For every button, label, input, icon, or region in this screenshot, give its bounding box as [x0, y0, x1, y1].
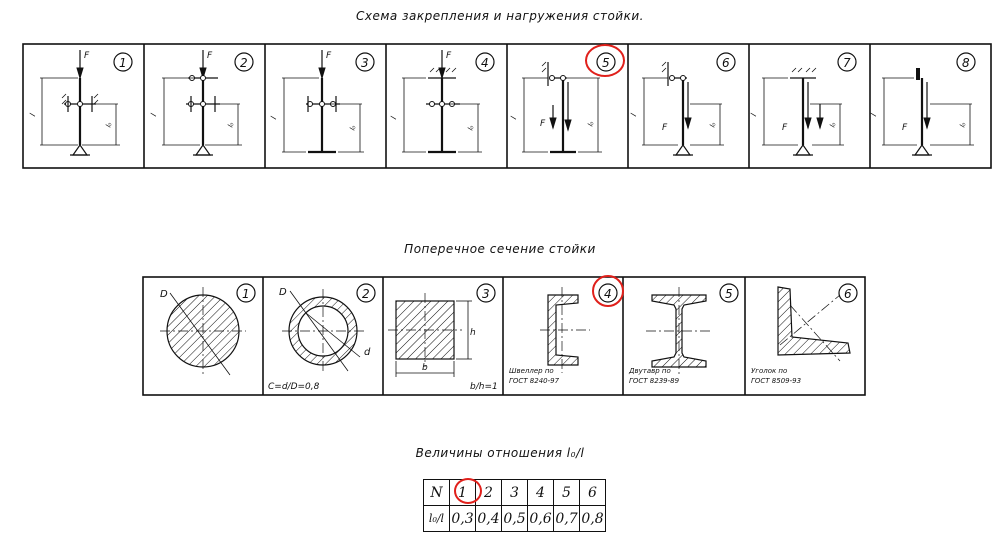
svg-text:l: l — [269, 115, 278, 121]
scheme-variant-8: F l l₀ 8 — [869, 52, 976, 156]
svg-text:l: l — [629, 112, 638, 118]
scheme-variant-4: F l l₀ 4 — [389, 50, 495, 154]
svg-text:8: 8 — [962, 56, 970, 70]
svg-text:l: l — [389, 115, 398, 121]
section-variant-1: D 1 — [160, 283, 256, 376]
svg-text:ГОСТ 8240-97: ГОСТ 8240-97 — [509, 377, 560, 385]
svg-text:F: F — [662, 123, 668, 133]
ratio-table-row-numbers: N 1 2 3 4 5 6 — [423, 479, 606, 506]
svg-text:D: D — [160, 289, 168, 300]
svg-text:l: l — [509, 115, 518, 121]
svg-text:l₀: l₀ — [226, 121, 235, 128]
ratio-table: N 1 2 3 4 5 6 l₀/l 0,3 0,4 0,5 0,6 0,7 0… — [423, 479, 606, 532]
ratio-value-cell: 0,8 — [579, 505, 606, 532]
scheme-title: Схема закрепления и нагружения стойки. — [356, 9, 644, 23]
svg-text:1: 1 — [119, 56, 127, 70]
svg-text:F: F — [446, 51, 452, 61]
scheme-variant-7: F l l₀ 7 — [749, 52, 857, 156]
ratio-value-cell: 0,7 — [553, 505, 580, 532]
svg-text:h: h — [470, 328, 476, 338]
svg-text:Уголок по: Уголок по — [751, 367, 787, 375]
svg-text:C=d/D=0,8: C=d/D=0,8 — [268, 382, 320, 392]
section-variant-4: Швеллер по ГОСТ 8240-97 4 — [509, 283, 618, 385]
svg-text:1: 1 — [242, 287, 250, 301]
svg-text:F: F — [540, 119, 546, 129]
svg-text:l: l — [28, 112, 37, 118]
ratio-value-cell: 0,5 — [501, 505, 528, 532]
ratio-number-cell: 1 — [449, 479, 476, 506]
scheme-variant-5: F l l₀ 5 — [509, 52, 616, 154]
scheme-variant-3: F l l₀ 3 — [269, 50, 375, 154]
section-title: Поперечное сечение стойки — [404, 242, 596, 256]
ratio-number-cell: 2 — [475, 479, 502, 506]
svg-text:b: b — [422, 363, 428, 373]
scheme-panels: F l l₀ 1 F — [22, 43, 992, 169]
svg-text:F: F — [84, 51, 90, 61]
svg-text:5: 5 — [602, 56, 610, 70]
svg-text:4: 4 — [604, 287, 612, 301]
ratio-number-cell: 3 — [501, 479, 528, 506]
svg-text:7: 7 — [843, 56, 851, 70]
svg-text:l₀: l₀ — [958, 121, 967, 128]
section-variant-3: b h b/h=1 3 — [388, 283, 498, 392]
svg-text:2: 2 — [362, 287, 370, 301]
svg-text:ГОСТ 8509-93: ГОСТ 8509-93 — [751, 377, 801, 385]
svg-text:6: 6 — [722, 56, 730, 70]
svg-text:F: F — [902, 123, 908, 133]
svg-text:l₀: l₀ — [586, 120, 595, 127]
ratio-number-cell: 4 — [527, 479, 554, 506]
scheme-variant-6: F l l₀ 6 — [629, 52, 736, 156]
svg-text:l: l — [869, 112, 878, 118]
svg-text:F: F — [326, 51, 332, 61]
section-variant-6: Уголок по ГОСТ 8509-93 6 — [751, 283, 858, 385]
ratio-value-cell: 0,4 — [475, 505, 502, 532]
ratio-value-cell: 0,6 — [527, 505, 554, 532]
ratio-header-value: l₀/l — [423, 505, 450, 532]
svg-text:l₀: l₀ — [348, 124, 357, 131]
svg-text:l: l — [149, 112, 158, 118]
svg-text:Двутавр по: Двутавр по — [628, 367, 671, 375]
svg-text:ГОСТ 8239-89: ГОСТ 8239-89 — [629, 377, 680, 385]
section-panels: D 1 D d C=d/D=0,8 2 b h b/h=1 3 — [142, 276, 866, 396]
ratio-number-cell: 5 — [553, 479, 580, 506]
svg-text:2: 2 — [240, 56, 248, 70]
svg-text:l₀: l₀ — [708, 121, 717, 128]
svg-text:Швеллер по: Швеллер по — [509, 367, 554, 375]
ratio-number-cell: 6 — [579, 479, 606, 506]
section-variant-5: Двутавр по ГОСТ 8239-89 5 — [628, 283, 739, 385]
ratio-title: Величины отношения l₀/l — [415, 446, 585, 460]
svg-text:l₀: l₀ — [828, 121, 837, 128]
svg-text:d: d — [364, 347, 371, 358]
svg-text:b/h=1: b/h=1 — [470, 382, 498, 392]
svg-text:F: F — [207, 51, 213, 61]
svg-text:l: l — [749, 112, 758, 118]
ratio-value-cell: 0,3 — [449, 505, 476, 532]
ratio-table-row-values: l₀/l 0,3 0,4 0,5 0,6 0,7 0,8 — [423, 505, 606, 532]
svg-text:6: 6 — [844, 287, 852, 301]
svg-text:3: 3 — [482, 287, 490, 301]
scheme-variant-1: F l l₀ 1 — [28, 50, 133, 156]
svg-text:4: 4 — [481, 56, 489, 70]
section-variant-2: D d C=d/D=0,8 2 — [268, 283, 376, 392]
ratio-header-n: N — [423, 479, 450, 506]
svg-text:l₀: l₀ — [104, 121, 113, 128]
svg-text:F: F — [782, 123, 788, 133]
scheme-variant-2: F l l₀ 2 — [149, 50, 254, 156]
svg-text:D: D — [279, 287, 287, 298]
svg-text:l₀: l₀ — [466, 124, 475, 131]
svg-text:3: 3 — [361, 56, 369, 70]
svg-text:5: 5 — [725, 287, 733, 301]
